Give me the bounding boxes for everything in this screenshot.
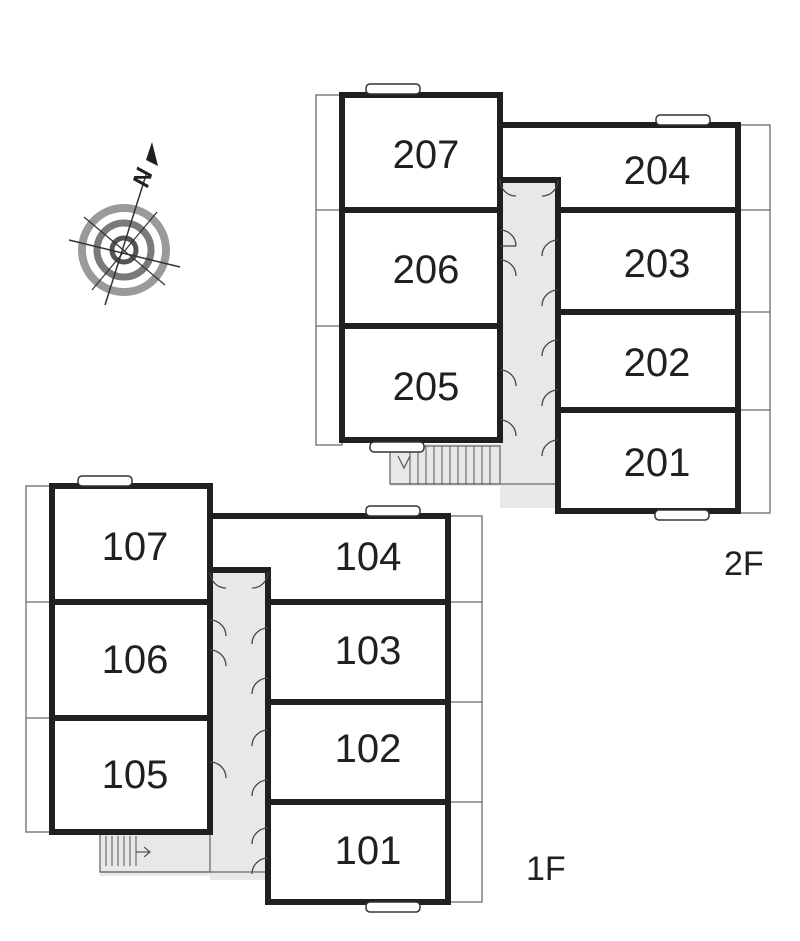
- windows-2f: [365, 83, 711, 521]
- room-105: 105: [102, 753, 169, 797]
- room-106: 106: [102, 638, 169, 682]
- balcony-2f-west: [315, 94, 343, 446]
- room-202: 202: [624, 341, 691, 385]
- windows-1f: [77, 475, 421, 913]
- compass-rose-icon: N: [68, 142, 181, 306]
- balcony-1f-west: [25, 485, 53, 833]
- balcony-2f-east: [737, 124, 771, 514]
- room-201: 201: [624, 441, 691, 485]
- room-207: 207: [393, 133, 460, 177]
- doors-2f: [499, 179, 559, 457]
- floor-1f: 107 106 105 104 103 102 101 1F: [25, 475, 566, 913]
- doors-1f: [209, 571, 269, 875]
- room-104: 104: [335, 535, 402, 579]
- compass: N: [68, 142, 181, 306]
- room-101: 101: [335, 829, 402, 873]
- room-205: 205: [393, 365, 460, 409]
- room-203: 203: [624, 242, 691, 286]
- floor-label-2f: 2F: [724, 545, 764, 583]
- balcony-1f-east: [447, 515, 483, 903]
- room-204: 204: [624, 149, 691, 193]
- room-206: 206: [393, 248, 460, 292]
- room-102: 102: [335, 727, 402, 771]
- room-107: 107: [102, 525, 169, 569]
- room-103: 103: [335, 629, 402, 673]
- floor-label-1f: 1F: [526, 850, 566, 888]
- compass-north-label: N: [128, 165, 159, 190]
- corridor-1f: [210, 570, 270, 880]
- floor-2f: 207 206 205 204 203 202 201 2F: [315, 83, 771, 583]
